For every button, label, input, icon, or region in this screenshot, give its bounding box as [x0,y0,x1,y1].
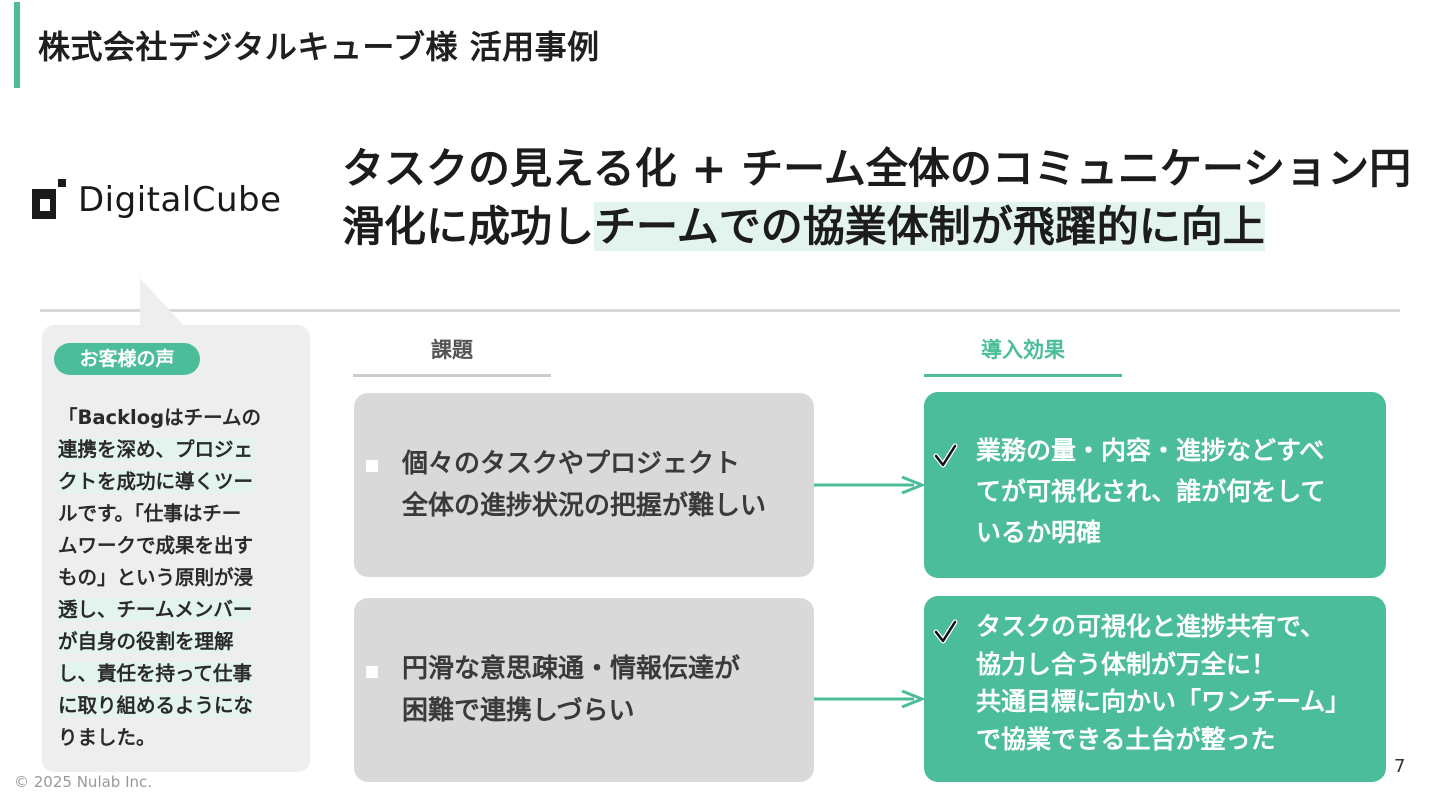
issue-column-underline [353,374,551,377]
issue-card [354,393,814,577]
title-accent-bar [14,2,20,88]
effect-text: 業務の量・内容・進捗などすべ てが可視化され、誰が何をして いるか明確 [976,436,1326,547]
issue-text: 個々のタスクやプロジェクト 全体の進捗状況の把握が難しい [402,449,767,521]
effect-card [924,392,1386,578]
effect-column-underline [924,374,1122,377]
quote-line: クトを成功に導くツー [58,470,254,493]
arrow-right-icon [814,475,926,495]
digitalcube-logo-icon [32,179,66,221]
quote-line: 「Backlogはチームの [58,406,262,429]
quote-line: ルです。「仕事はチー [58,502,242,525]
quote-line: が自身の役割を理解 [58,630,234,653]
quote-line: 透し、チームメンバー [58,598,253,621]
customer-quote: 「Backlogはチームの 連携を深め、プロジェ クトを成功に導くツー ルです。… [58,402,284,754]
company-logo: DigitalCube [32,176,282,224]
quote-line: 連携を深め、プロジェ [58,438,254,461]
arrow-right-icon [814,689,926,709]
page-title: 株式会社デジタルキューブ様 活用事例 [38,28,600,66]
quote-line: もの」という原則が浸 [58,566,254,589]
customer-voice-badge: お客様の声 [54,343,200,375]
issue-card [354,598,814,782]
quote-line: りました。 [58,726,156,749]
effect-card [924,596,1386,782]
logo-text: DigitalCube [78,180,282,220]
copyright: © 2025 Nulab Inc. [14,773,153,791]
quote-line: し、責任を持って仕事 [58,662,253,685]
square-bullet-icon [366,460,378,472]
effect-text: タスクの可視化と進捗共有で、 協力し合う体制が万全に！ 共通目標に向かい「ワンチ… [976,612,1351,754]
checkmark-icon [933,443,958,468]
square-bullet-icon [366,666,378,678]
checkmark-icon [933,619,958,644]
headline-part1: タスクの見える化 + チーム全体のコミュニケーション円滑化に成功し [342,144,1412,251]
effect-column-heading: 導入効果 [981,338,1065,362]
section-divider [40,309,1400,312]
quote-line: に取り組めるようにな [58,694,254,717]
speech-bubble-tail [140,278,184,326]
headline-highlight: チームでの協業体制が飛躍的に向上 [594,202,1265,251]
headline: タスクの見える化 + チーム全体のコミュニケーション円滑化に成功しチームでの協業… [342,140,1412,256]
page-number: 7 [1394,756,1406,777]
issue-text: 円滑な意思疎通・情報伝達が 困難で連携しづらい [402,654,741,726]
quote-line: ムワークで成果を出す [58,534,254,557]
issue-column-heading: 課題 [431,338,473,362]
